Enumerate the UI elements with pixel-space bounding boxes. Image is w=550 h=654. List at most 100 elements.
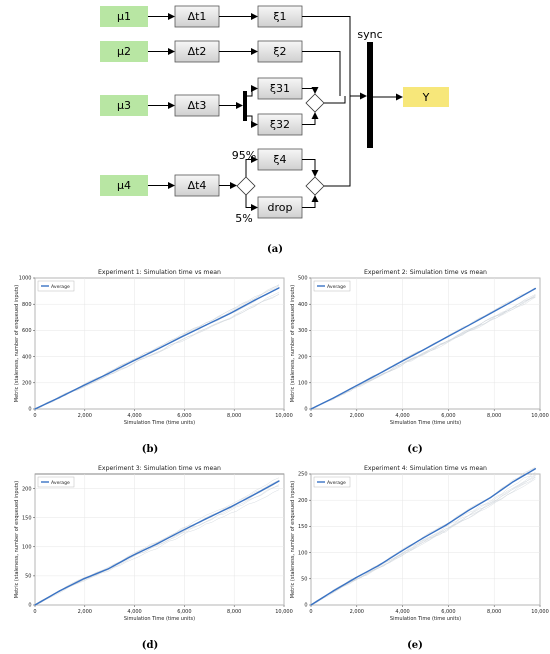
x-axis-label: Simulation Time (time units) (124, 616, 195, 622)
average-data-point (132, 360, 134, 362)
y-tick-label: 200 (298, 354, 308, 360)
x-axis-label: Simulation Time (time units) (390, 420, 461, 426)
average-data-point (310, 408, 312, 410)
join-diamond-xi3 (305, 93, 325, 113)
source-label-mu2: μ2 (117, 45, 131, 58)
legend-box (37, 476, 75, 488)
run-line (310, 296, 536, 410)
x-tick-label: 10,000 (275, 609, 293, 615)
y-axis-label: Metric (staleness, number of enqueued in… (14, 285, 20, 402)
average-data-point (400, 550, 402, 553)
legend-label: Average (51, 284, 70, 290)
average-data-point (229, 506, 231, 508)
average-data-point (377, 373, 379, 375)
chart-title: Experiment 2: Simulation time vs mean (364, 269, 487, 276)
delay-label-dt3: Δt3 (188, 99, 207, 112)
chart-panel-2: Experiment 2: Simulation time vs mean 0 2,… (290, 269, 549, 426)
source-box-mu4 (100, 175, 148, 196)
y-tick-label: 0 (28, 407, 31, 413)
source-label-mu1: μ1 (117, 10, 131, 23)
y-tick-label: 600 (22, 328, 32, 334)
x-tick-label: 2,000 (350, 609, 364, 615)
average-data-point (156, 543, 158, 545)
process-label-xi1: ξ1 (273, 10, 286, 23)
average-data-point (445, 337, 447, 339)
flow-diagram: μ1 μ2 μ3 μ4 Δt1 Δt2 Δt3 Δt4 ξ1 ξ2 ξ31 ξ3… (100, 5, 449, 255)
average-data-point (467, 325, 469, 327)
process-label-xi4: ξ4 (273, 153, 286, 166)
average-data-point (180, 336, 183, 338)
diagram-arrows (148, 13, 403, 211)
x-tick-label: 2,000 (78, 413, 92, 419)
average-data-point (400, 361, 402, 363)
x-tick-label: 6,000 (441, 413, 455, 419)
y-tick-label: 0 (28, 603, 31, 609)
plot-area (34, 277, 285, 410)
chart-panel-4: Experiment 4: Simulation time vs mean 0 2,… (290, 465, 549, 622)
y-tick-label: 100 (298, 550, 308, 556)
run-line (34, 489, 280, 605)
legend-label: Average (51, 480, 70, 486)
average-data-point (422, 537, 424, 539)
process-label-drop: drop (268, 201, 293, 214)
average-data-point (332, 397, 335, 399)
y-tick-label: 400 (22, 354, 32, 360)
source-box-mu3 (100, 95, 148, 116)
legend-box (37, 280, 75, 292)
source-label-mu3: μ3 (117, 99, 131, 112)
average-data-point (512, 300, 514, 302)
chart-title: Experiment 3: Simulation time vs mean (98, 465, 221, 472)
x-tick-label: 4,000 (127, 413, 141, 419)
average-data-point (278, 287, 280, 289)
x-axis-label: Simulation Time (time units) (124, 420, 195, 426)
source-box-mu2 (100, 41, 148, 62)
average-data-point (422, 349, 424, 351)
average-data-point (205, 518, 207, 520)
average-data-point (489, 312, 492, 314)
run-line (34, 477, 280, 605)
delay-label-dt4: Δt4 (188, 179, 207, 192)
average-data-point (229, 312, 231, 314)
average-data-point (34, 604, 36, 606)
y-tick-label: 100 (22, 544, 32, 550)
delay-label-dt2: Δt2 (188, 45, 207, 58)
average-data-point (467, 510, 469, 512)
y-tick-label: 800 (22, 302, 32, 308)
average-data-point (254, 493, 256, 495)
x-tick-label: 0 (309, 413, 312, 419)
average-data-point (355, 577, 357, 579)
average-data-point (489, 496, 492, 499)
caption-d: (d) (142, 640, 158, 651)
average-data-point (512, 481, 514, 483)
average-data-point (355, 385, 357, 387)
output-label-y: Y (422, 91, 430, 104)
y-tick-label: 200 (22, 381, 32, 387)
process-label-xi32: ξ32 (270, 118, 290, 131)
average-data-point (534, 287, 537, 290)
x-tick-label: 0 (309, 609, 312, 615)
average-data-point (107, 568, 109, 570)
average-data-point (34, 408, 36, 410)
x-tick-label: 4,000 (395, 609, 409, 615)
average-data-point (205, 324, 207, 326)
y-tick-label: 200 (298, 498, 308, 504)
x-tick-label: 10,000 (275, 413, 293, 419)
average-data-point (180, 530, 183, 532)
average-data-point (83, 578, 85, 580)
x-tick-label: 2,000 (350, 413, 364, 419)
x-tick-label: 4,000 (395, 413, 409, 419)
y-tick-label: 150 (22, 515, 32, 521)
y-tick-label: 300 (298, 328, 308, 334)
caption-b: (b) (142, 444, 158, 455)
caption-a: (a) (267, 244, 283, 255)
x-tick-label: 6,000 (177, 413, 191, 419)
average-data-point (107, 373, 109, 375)
y-tick-label: 500 (298, 276, 308, 282)
average-data-point (132, 554, 134, 557)
caption-e: (e) (407, 640, 423, 651)
y-tick-label: 250 (298, 472, 308, 478)
y-tick-label: 400 (298, 302, 308, 308)
chart-title: Experiment 4: Simulation time vs mean (364, 465, 487, 472)
